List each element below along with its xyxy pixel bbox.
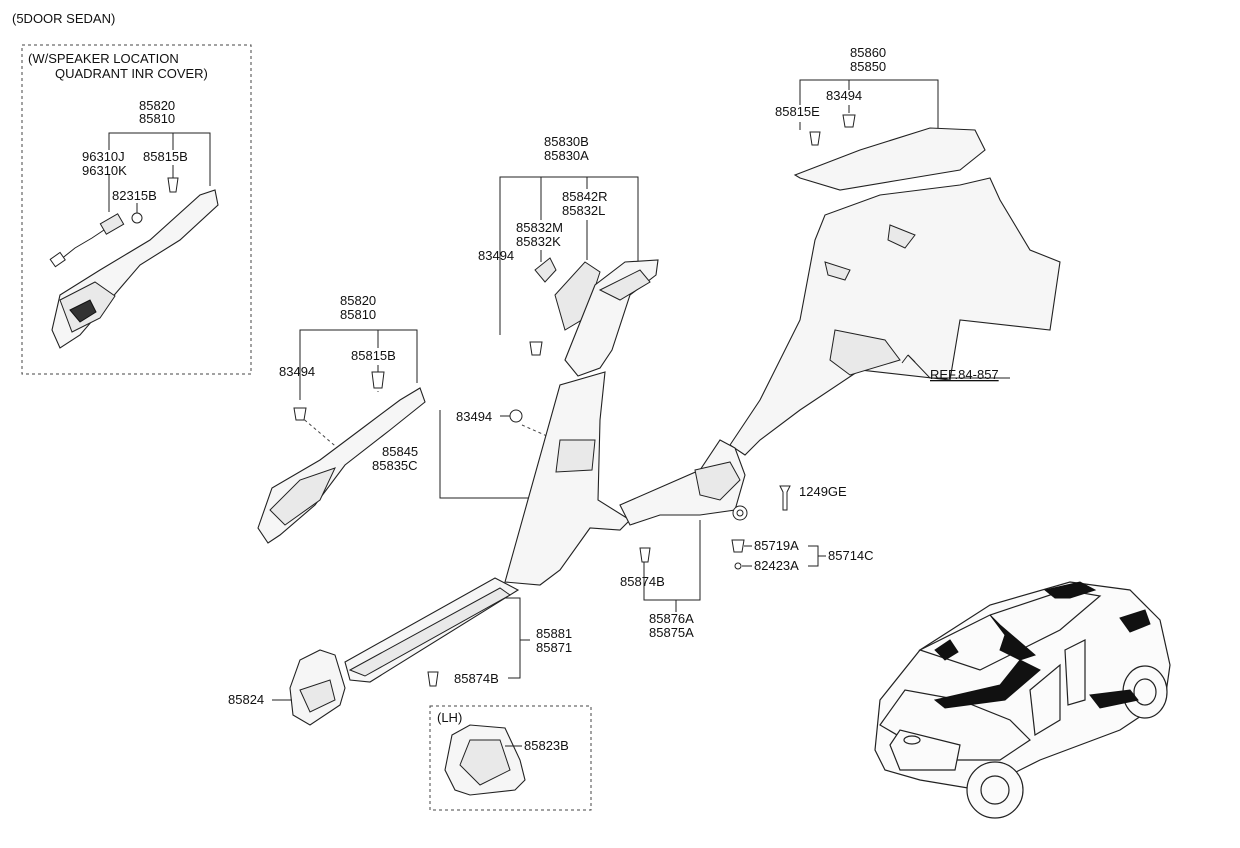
b-pillar-upper-part-85830B: 85830B — [544, 134, 589, 149]
b-pillar-upper-part-85830A: 85830A — [544, 148, 589, 163]
speaker-box-part-96310J: 96310J — [82, 149, 125, 164]
rear-hardware-group-85714C: 85714C — [828, 548, 874, 563]
lh-box-part-85823B: 85823B — [524, 738, 569, 753]
a-pillar-part-85810: 85810 — [340, 307, 376, 322]
front-scuff-clip-85874B: 85874B — [454, 671, 499, 686]
a-pillar-screw-85815B: 85815B — [351, 348, 396, 363]
car-illustration — [874, 581, 1171, 819]
quarter-trim-screw-85815E: 85815E — [775, 104, 820, 119]
rear-scuff-part-85875A: 85875A — [649, 625, 694, 640]
b-pillar-upper-part-85832L: 85832L — [562, 203, 605, 218]
quarter-trim-part-85860: 85860 — [850, 45, 886, 60]
speaker-box-part-82315B: 82315B — [112, 188, 157, 203]
quarter-trim-clip-83494: 83494 — [826, 88, 862, 103]
quarter-trim-group: 85860 85850 83494 85815E REF.84-857 — [729, 45, 1061, 456]
rear-hardware-group: 1249GE 85719A 82423A 85714C — [731, 484, 874, 573]
b-pillar-upper-part-85832M: 85832M — [516, 220, 563, 235]
b-pillar-lower-group: 83494 85845 85835C — [372, 371, 631, 586]
cowl-part-85824: 85824 — [228, 692, 264, 707]
b-pillar-upper-clip-83494: 83494 — [478, 248, 514, 263]
front-scuff-group: 85881 85871 85874B — [344, 577, 572, 687]
quarter-trim-part-85850: 85850 — [850, 59, 886, 74]
speaker-box-part-85820: 85820 — [139, 98, 175, 113]
rear-scuff-group: 85874B 85876A 85875A — [619, 439, 748, 640]
speaker-location-box: (W/SPEAKER LOCATION QUADRANT INR COVER) … — [21, 44, 252, 375]
rear-hardware-clip-82423A: 82423A — [754, 558, 799, 573]
b-pillar-upper-part-85842R: 85842R — [562, 189, 608, 204]
b-pillar-lower-part-85835C: 85835C — [372, 458, 418, 473]
speaker-box-part-85810: 85810 — [139, 111, 175, 126]
rear-scuff-clip-85874B: 85874B — [620, 574, 665, 589]
a-pillar-part-85820: 85820 — [340, 293, 376, 308]
rear-hardware-bolt-1249GE: 1249GE — [799, 484, 847, 499]
speaker-box-part-85815B: 85815B — [143, 149, 188, 164]
ref-84-857[interactable]: REF.84-857 — [930, 367, 999, 382]
diagram-title: (5DOOR SEDAN) — [12, 11, 115, 26]
rear-scuff-part-85876A: 85876A — [649, 611, 694, 626]
front-scuff-part-85881: 85881 — [536, 626, 572, 641]
b-pillar-upper-part-85832K: 85832K — [516, 234, 561, 249]
b-pillar-lower-part-85845: 85845 — [382, 444, 418, 459]
cowl-trim-group: 85824 — [228, 649, 346, 726]
b-pillar-upper-group: 85830B 85830A 85842R 85832L 85832M 85832… — [478, 134, 659, 377]
a-pillar-trim-group: 85820 85810 83494 85815B — [257, 293, 426, 544]
b-pillar-lower-clip-83494: 83494 — [456, 409, 492, 424]
speaker-box-part-96310K: 96310K — [82, 163, 127, 178]
speaker-box-title-line2: QUADRANT INR COVER) — [55, 66, 208, 81]
rear-hardware-clip-85719A: 85719A — [754, 538, 799, 553]
a-pillar-clip-83494: 83494 — [279, 364, 315, 379]
lh-box: (LH) 85823B — [429, 705, 592, 811]
speaker-box-title-line1: (W/SPEAKER LOCATION — [28, 51, 179, 66]
lh-box-title: (LH) — [437, 710, 462, 725]
front-scuff-part-85871: 85871 — [536, 640, 572, 655]
